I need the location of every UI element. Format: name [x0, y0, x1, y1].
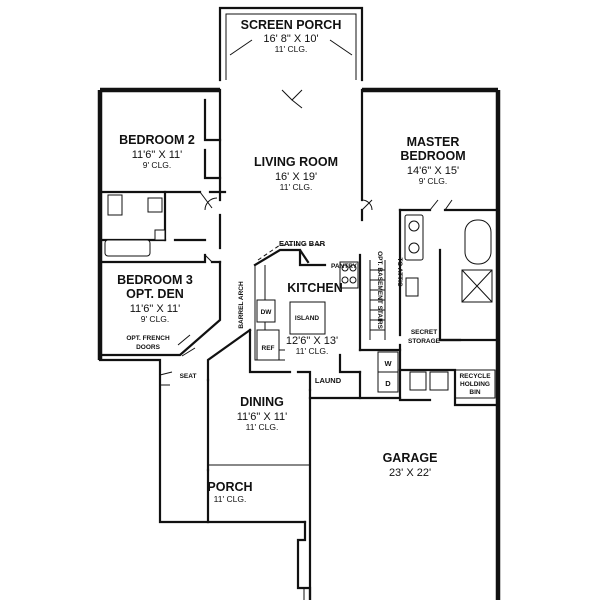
opt-french-doors-label-line1: OPT. FRENCH	[126, 335, 170, 342]
master-bedroom-name-line2: BEDROOM	[400, 149, 465, 163]
porch-ceiling: 11' CLG.	[214, 494, 247, 504]
dryer-label: D	[385, 379, 391, 388]
washer-label: W	[384, 359, 392, 368]
bedroom3-name-line2: OPT. DEN	[126, 287, 184, 301]
kitchen-size: 12'6" X 13'	[286, 335, 338, 347]
exterior-walls	[97, 6, 501, 600]
dishwasher-label: DW	[261, 309, 273, 316]
utility-sink-icon	[429, 371, 449, 391]
dining-size: 11'6" X 11'	[237, 411, 288, 423]
toilet-icon	[107, 194, 123, 216]
screen-porch-size: 16' 8" X 10'	[263, 33, 318, 45]
sink-icon	[408, 242, 420, 254]
kitchen-ceiling: 11' CLG.	[296, 346, 329, 356]
recycle-bin-label-line2: HOLDING	[460, 381, 490, 388]
eating-bar-label: EATING BAR	[279, 239, 326, 248]
island-label: ISLAND	[295, 315, 320, 322]
bedroom3-size: 11'6" X 11'	[130, 303, 181, 315]
bathtub-icon	[464, 219, 492, 265]
seat-label: SEAT	[180, 373, 197, 380]
island-counter	[289, 301, 326, 335]
toilet-icon	[405, 277, 419, 297]
barrel-arch-label: BARREL ARCH	[238, 281, 245, 329]
refrigerator-label: REF	[262, 345, 275, 352]
bathtub-icon	[104, 239, 151, 257]
bedroom2-ceiling: 9' CLG.	[143, 160, 172, 170]
dining-name: DINING	[240, 395, 284, 409]
bedroom2-name: BEDROOM 2	[119, 133, 195, 147]
screen-porch-ceiling: 11' CLG.	[275, 44, 308, 54]
recycle-bin-label-line3: BIN	[469, 389, 481, 396]
pantry-label: PANTRY	[331, 263, 358, 270]
utility-sink-icon	[409, 371, 427, 391]
dining-ceiling: 11' CLG.	[246, 422, 279, 432]
room-labels: SCREEN PORCH 16' 8" X 10' 11' CLG. BEDRO…	[117, 18, 465, 504]
living-room-name: LIVING ROOM	[254, 155, 338, 169]
sink-icon	[147, 197, 163, 213]
to-attic-label: TO ATTIC	[396, 257, 403, 286]
doors	[159, 39, 453, 386]
secret-storage-label-line2: STORAGE	[408, 338, 441, 345]
garage-size: 23' X 22'	[389, 467, 431, 479]
vanity-icon	[154, 229, 166, 241]
bedroom2-size: 11'6" X 11'	[132, 149, 183, 161]
screen-porch-name: SCREEN PORCH	[241, 18, 342, 32]
bedroom3-ceiling: 9' CLG.	[141, 314, 170, 324]
annotation-labels: EATING BAR PANTRY TO ATTIC OPT. BASEMENT…	[126, 239, 491, 396]
interior-walls	[98, 88, 500, 466]
dryer-icon	[377, 371, 399, 393]
master-bedroom-ceiling: 9' CLG.	[419, 176, 448, 186]
kitchen-name: KITCHEN	[287, 281, 343, 295]
opt-french-doors-label-line2: DOORS	[136, 344, 161, 351]
secret-storage-label-line1: SECRET	[411, 329, 437, 336]
laundry-label: LAUND	[315, 376, 342, 385]
recycle-bin-label-line1: RECYCLE	[459, 373, 491, 380]
living-room-ceiling: 11' CLG.	[280, 182, 313, 192]
porch-name: PORCH	[207, 480, 252, 494]
master-bedroom-name-line1: MASTER	[407, 135, 460, 149]
refrigerator-icon	[256, 329, 280, 361]
bedroom3-name-line1: BEDROOM 3	[117, 273, 193, 287]
living-room-size: 16' X 19'	[275, 171, 317, 183]
recycle-bin-outline	[454, 369, 496, 399]
master-bedroom-size: 14'6" X 15'	[407, 165, 459, 177]
sink-icon	[408, 220, 420, 232]
fixtures	[104, 194, 496, 399]
garage-name: GARAGE	[383, 451, 438, 465]
opt-basement-stairs-label: OPT. BASEMENT STAIRS	[376, 251, 383, 330]
dishwasher-icon	[256, 299, 276, 323]
